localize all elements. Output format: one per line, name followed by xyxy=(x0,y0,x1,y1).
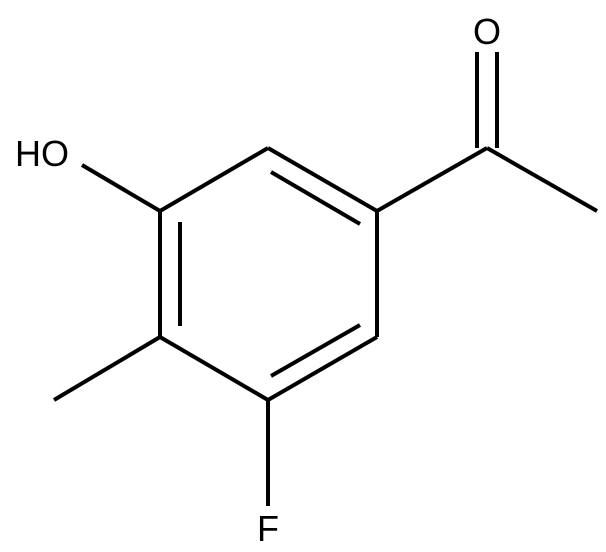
ring-bond-c4-c5 xyxy=(158,335,270,402)
ring-bond-c1-c2-inner xyxy=(269,170,362,226)
bond-carbonyl-methyl xyxy=(486,146,598,213)
ring-bond-c6-c1 xyxy=(158,146,270,213)
ring-bond-c3-c4 xyxy=(266,335,379,402)
fluoro-group: F xyxy=(257,400,279,549)
carbonyl-oxygen-label: O xyxy=(473,11,501,52)
benzene-ring xyxy=(158,146,379,402)
bond-ring-to-carbonyl xyxy=(376,146,488,213)
hydroxyl-label: HO xyxy=(15,133,69,174)
ring-bond-c3-c4-inner xyxy=(270,323,361,378)
bond-ring-to-hydroxyl xyxy=(80,163,162,213)
hydroxyl-group: HO xyxy=(15,133,162,213)
bond-ring-to-methyl xyxy=(52,335,162,402)
fluorine-label: F xyxy=(257,508,279,549)
ring-bond-c1-c2 xyxy=(266,146,379,213)
acetyl-group: O xyxy=(376,11,598,213)
